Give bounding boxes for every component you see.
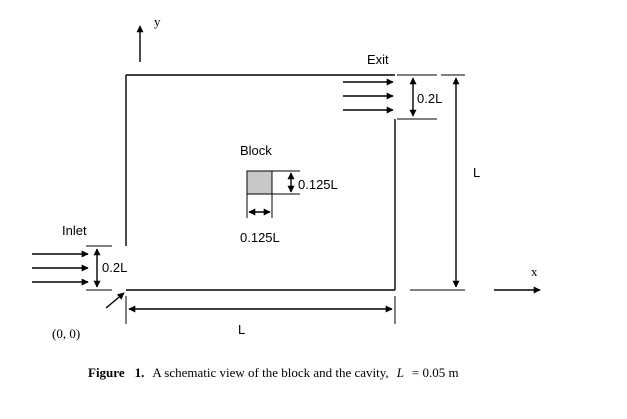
- cavity-width-label: L: [238, 322, 245, 337]
- caption-text: A schematic view of the block and the ca…: [152, 365, 388, 380]
- cavity-height-group: L: [410, 74, 480, 291]
- block-square: [246, 170, 273, 195]
- origin-pointer-arrow: [105, 292, 125, 309]
- inlet-label: Inlet: [62, 223, 87, 238]
- x-axis-label: x: [531, 264, 538, 279]
- origin-label: (0, 0): [52, 326, 80, 341]
- block-width-label: 0.125L: [240, 230, 280, 245]
- figure-caption: Figure 1. A schematic view of the block …: [88, 364, 459, 381]
- cavity-height-label: L: [473, 165, 480, 180]
- y-axis-label: y: [154, 14, 161, 29]
- cavity-walls: [125, 74, 396, 291]
- block-group: Block 0.125L 0.125L: [240, 143, 338, 245]
- y-axis: y: [136, 14, 161, 62]
- inlet-group: Inlet 0.2L: [32, 223, 127, 291]
- caption-variable: L: [396, 365, 404, 380]
- inlet-width-label: 0.2L: [102, 260, 127, 275]
- block-label: Block: [240, 143, 272, 158]
- block-height-label: 0.125L: [298, 177, 338, 192]
- x-axis: x: [494, 264, 541, 294]
- exit-group: Exit 0.2L: [343, 52, 442, 120]
- caption-prefix: Figure: [88, 365, 125, 380]
- caption-number: 1.: [135, 365, 145, 380]
- exit-label: Exit: [367, 52, 389, 67]
- exit-width-label: 0.2L: [417, 91, 442, 106]
- cavity-width-group: L: [125, 296, 396, 337]
- origin-group: (0, 0): [52, 292, 125, 341]
- caption-equation: = 0.05 m: [412, 365, 459, 380]
